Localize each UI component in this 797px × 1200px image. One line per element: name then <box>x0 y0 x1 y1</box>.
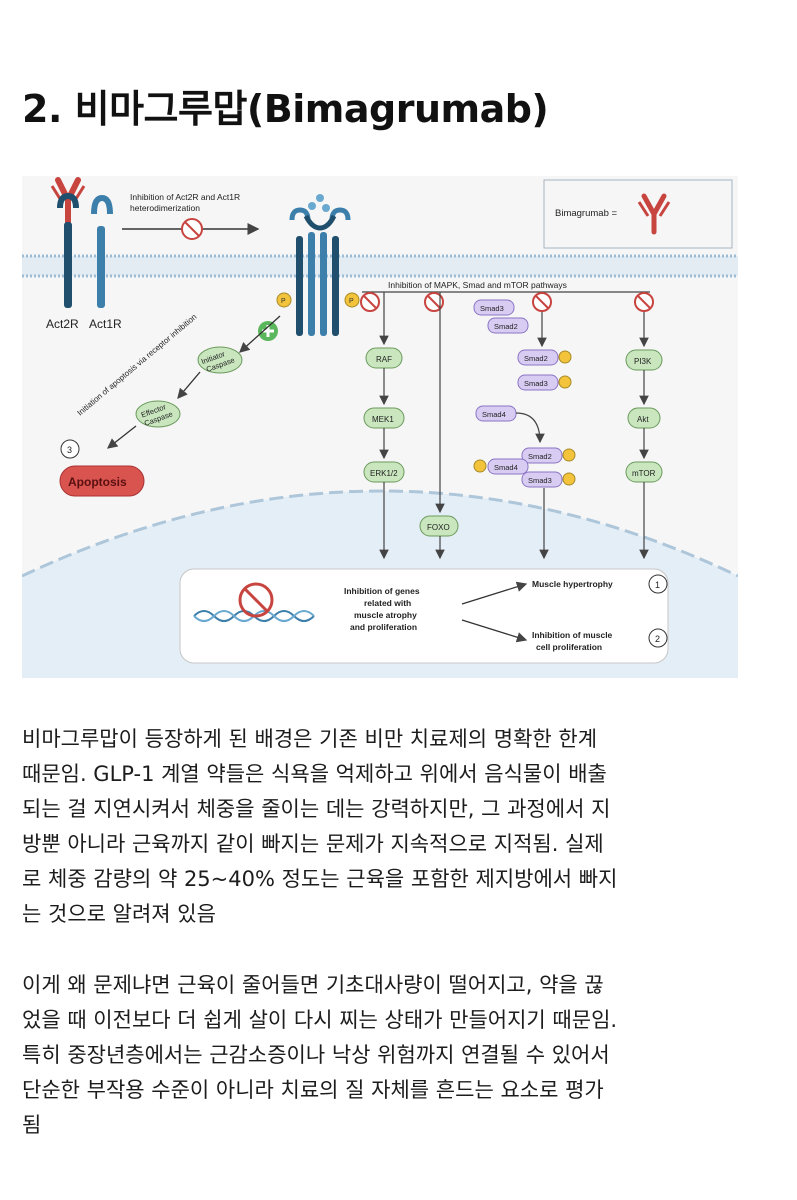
step-2-badge <box>648 628 668 648</box>
svg-text:ERK1/2: ERK1/2 <box>370 469 398 478</box>
muscle-hypertrophy-label: Muscle hypertrophy <box>532 579 613 589</box>
act1r-label: Act1R <box>89 317 122 331</box>
smad3-box-top <box>473 299 515 316</box>
svg-text:3: 3 <box>67 445 72 455</box>
initiator-caspase <box>197 346 243 374</box>
nucleus-panel <box>179 568 669 664</box>
svg-text:1: 1 <box>655 580 660 590</box>
smad2-box-low <box>521 447 563 464</box>
mechanism-figure: Act2R Act1R Inhibition of Act2R and Act1… <box>22 176 738 678</box>
svg-text:Inhibition of muscle: Inhibition of muscle <box>532 630 613 640</box>
pathway-inhibition-label: Inhibition of MAPK, Smad and mTOR pathwa… <box>388 280 567 290</box>
foxo-box <box>419 515 459 537</box>
svg-text:Smad4: Smad4 <box>482 410 506 419</box>
svg-text:Smad3: Smad3 <box>524 379 548 388</box>
svg-text:Smad3: Smad3 <box>480 304 504 313</box>
legend-box <box>543 179 733 249</box>
svg-text:Smad3: Smad3 <box>528 476 552 485</box>
svg-text:PI3K: PI3K <box>634 357 652 366</box>
bimagrumab-antibody-icon <box>50 177 86 225</box>
smad3-box-low <box>521 471 563 488</box>
act2r-label: Act2R <box>46 317 79 331</box>
svg-text:FOXO: FOXO <box>427 523 450 532</box>
svg-text:Smad2: Smad2 <box>524 354 548 363</box>
svg-text:P: P <box>281 298 286 305</box>
svg-text:Inhibition of genes: Inhibition of genes <box>344 586 420 596</box>
svg-text:RAF: RAF <box>376 355 392 364</box>
apoptosis-label: Apoptosis <box>68 475 127 489</box>
legend-label: Bimagrumab = <box>555 208 617 219</box>
step-3-badge <box>60 439 80 459</box>
cell-membrane <box>22 254 738 278</box>
inhibit-dna-icon <box>238 582 274 618</box>
legend-antibody-icon <box>637 193 671 235</box>
apoptosis-box <box>59 465 145 497</box>
receptor-complex: P P <box>276 194 360 336</box>
svg-text:P: P <box>349 298 354 305</box>
svg-text:Smad2: Smad2 <box>494 322 518 331</box>
step-1-badge <box>648 574 668 594</box>
svg-text:mTOR: mTOR <box>632 469 656 478</box>
effector-caspase <box>135 400 181 428</box>
svg-text:cell proliferation: cell proliferation <box>536 642 602 652</box>
svg-text:related with: related with <box>364 598 411 608</box>
body-paragraph-1: 비마그루맙이 등장하게 된 배경은 기존 비만 치료제의 명확한 한계 때문임.… <box>22 727 618 926</box>
act2r-receptor <box>57 192 79 308</box>
body-paragraph-2: 이게 왜 문제냐면 근육이 줄어들면 기초대사량이 떨어지고, 약을 끊 었을 … <box>22 973 618 1137</box>
heterodimerization-label-line2: heterodimerization <box>130 203 200 213</box>
page-title: 2. 비마그루맙(Bimagrumab) <box>22 87 549 131</box>
smad4-box-low <box>487 458 529 475</box>
svg-text:MEK1: MEK1 <box>372 415 394 424</box>
svg-text:Smad4: Smad4 <box>494 463 518 472</box>
smad3-box-mid <box>517 374 559 391</box>
inhibit-icons <box>360 292 654 312</box>
svg-text:muscle atrophy: muscle atrophy <box>354 610 417 620</box>
svg-text:2: 2 <box>655 634 660 644</box>
svg-text:Akt: Akt <box>637 415 649 424</box>
heterodimerization-label-line1: Inhibition of Act2R and Act1R <box>130 192 240 202</box>
svg-text:and proliferation: and proliferation <box>350 622 417 632</box>
smad2-box-top <box>487 317 529 334</box>
svg-text:Smad2: Smad2 <box>528 452 552 461</box>
act1r-receptor <box>91 194 113 308</box>
plus-icon <box>258 321 278 341</box>
smad2-box-mid <box>517 349 559 366</box>
inhibit-icon <box>181 218 203 240</box>
